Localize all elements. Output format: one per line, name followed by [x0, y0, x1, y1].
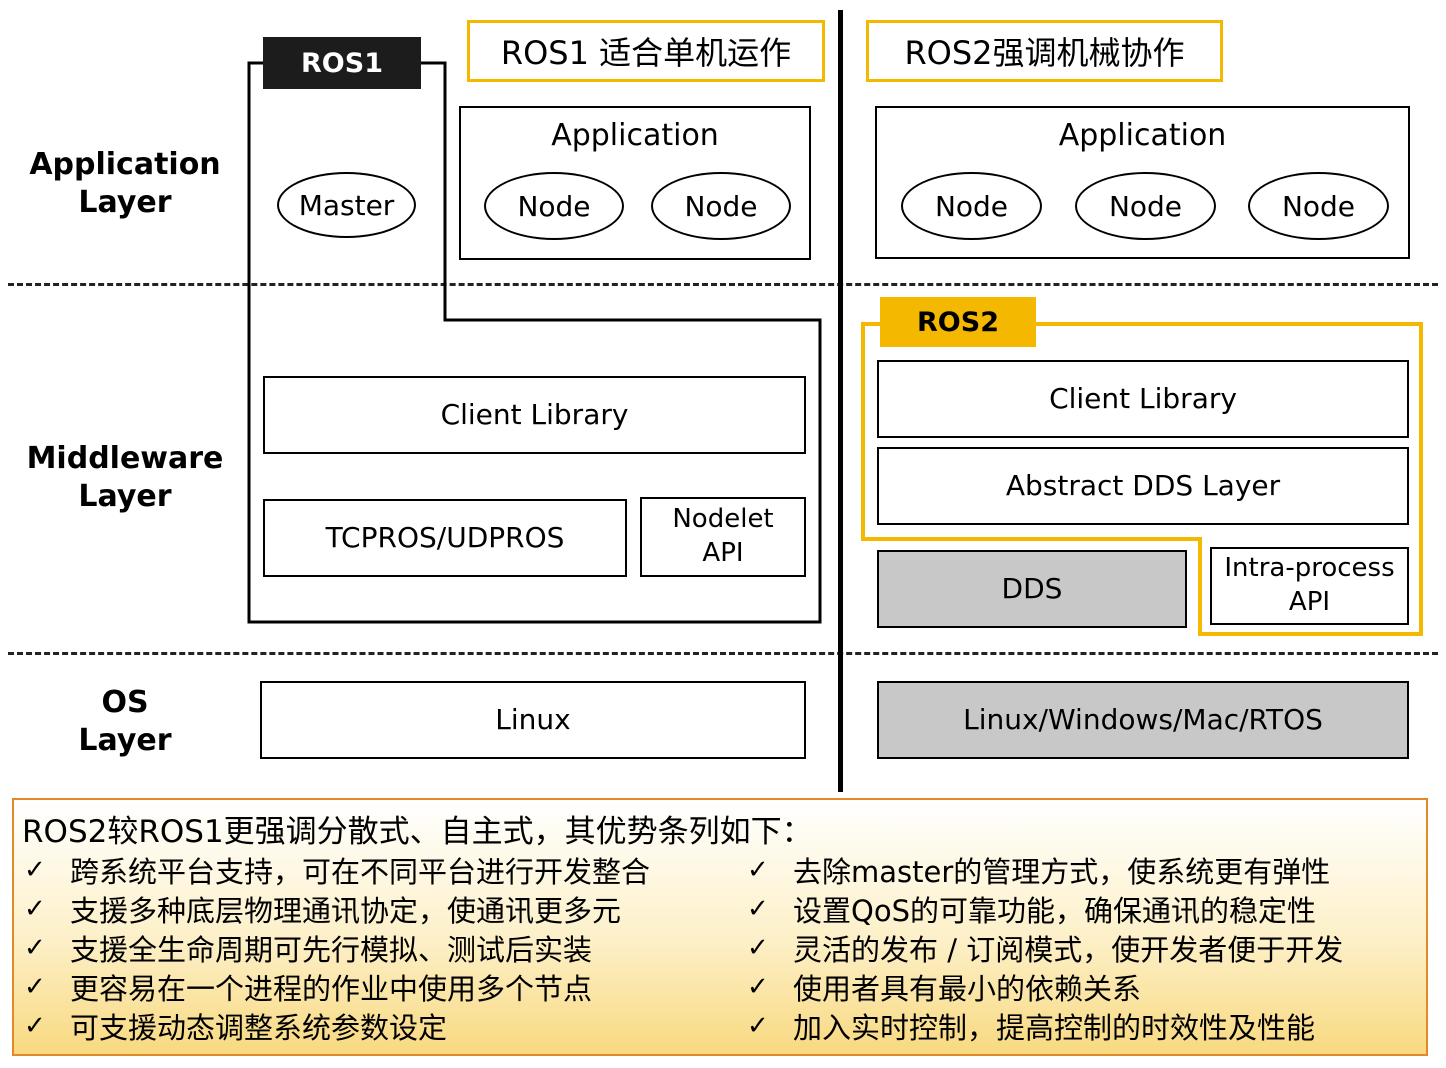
list-item-text: 加入实时控制，提高控制的时效性及性能 — [793, 1010, 1316, 1045]
check-icon: ✓ — [24, 1010, 46, 1041]
check-icon: ✓ — [747, 971, 769, 1002]
check-icon: ✓ — [747, 854, 769, 885]
list-item: ✓ 支援多种底层物理通讯协定，使通讯更多元 — [24, 889, 650, 928]
ros2-os: Linux/Windows/Mac/RTOS — [877, 681, 1409, 759]
ros2-dds: DDS — [877, 550, 1187, 628]
check-icon: ✓ — [24, 854, 46, 885]
ros1-node-1: Node — [484, 172, 624, 240]
check-icon: ✓ — [747, 932, 769, 963]
check-icon: ✓ — [747, 1010, 769, 1041]
ros1-callout: ROS1 适合单机运作 — [467, 20, 825, 82]
list-item: ✓ 跨系统平台支持，可在不同平台进行开发整合 — [24, 850, 650, 889]
ros2-callout: ROS2强调机械协作 — [866, 20, 1223, 82]
ros1-node-2: Node — [651, 172, 791, 240]
list-item: ✓ 更容易在一个进程的作业中使用多个节点 — [24, 967, 650, 1006]
list-item-text: 灵活的发布 / 订阅模式，使开发者便于开发 — [793, 932, 1344, 967]
ros1-nodelet-api: Nodelet API — [640, 497, 806, 577]
summary-right-list: ✓ 去除master的管理方式，使系统更有弹性 ✓ 设置QoS的可靠功能，确保通讯的… — [747, 850, 1343, 1045]
ros1-client-library: Client Library — [263, 376, 806, 454]
ros1-tab: ROS1 — [263, 37, 421, 89]
vertical-divider — [838, 10, 843, 792]
separator-app-middleware — [8, 283, 1438, 286]
list-item: ✓ 使用者具有最小的依赖关系 — [747, 967, 1343, 1006]
check-icon: ✓ — [24, 971, 46, 1002]
ros2-abstract-dds: Abstract DDS Layer — [877, 447, 1409, 525]
list-item-text: 去除master的管理方式，使系统更有弹性 — [793, 854, 1331, 889]
summary-left-list: ✓ 跨系统平台支持，可在不同平台进行开发整合 ✓ 支援多种底层物理通讯协定，使通讯更… — [24, 850, 650, 1045]
ros1-application-box: Application — [459, 106, 811, 260]
ros2-node-2: Node — [1075, 172, 1216, 240]
middleware-layer-label: Middleware Layer — [26, 441, 224, 514]
list-item-text: 支援全生命周期可先行模拟、测试后实装 — [70, 932, 593, 967]
separator-middleware-os — [8, 652, 1438, 655]
list-item: ✓ 灵活的发布 / 订阅模式，使开发者便于开发 — [747, 928, 1343, 967]
check-icon: ✓ — [747, 893, 769, 924]
ros1-master-node: Master — [277, 172, 416, 238]
list-item: ✓ 去除master的管理方式，使系统更有弹性 — [747, 850, 1343, 889]
list-item-text: 支援多种底层物理通讯协定，使通讯更多元 — [70, 893, 622, 928]
list-item: ✓ 支援全生命周期可先行模拟、测试后实装 — [24, 928, 650, 967]
ros2-client-library: Client Library — [877, 360, 1409, 438]
ros1-os: Linux — [260, 681, 806, 759]
check-icon: ✓ — [24, 932, 46, 963]
ros2-tab: ROS2 — [880, 297, 1036, 347]
list-item-text: 设置QoS的可靠功能，确保通讯的稳定性 — [793, 893, 1316, 928]
check-icon: ✓ — [24, 893, 46, 924]
list-item-text: 可支援动态调整系统参数设定 — [70, 1010, 448, 1045]
application-layer-label: Application Layer — [29, 147, 221, 220]
list-item: ✓ 加入实时控制，提高控制的时效性及性能 — [747, 1006, 1343, 1045]
ros2-intra-process-api: Intra-process API — [1210, 547, 1409, 625]
summary-title: ROS2较ROS1更强调分散式、自主式，其优势条列如下： — [22, 814, 813, 850]
list-item-text: 更容易在一个进程的作业中使用多个节点 — [70, 971, 593, 1006]
list-item: ✓ 设置QoS的可靠功能，确保通讯的稳定性 — [747, 889, 1343, 928]
ros1-transport: TCPROS/UDPROS — [263, 499, 627, 577]
summary-panel: ROS2较ROS1更强调分散式、自主式，其优势条列如下： ✓ 跨系统平台支持，可在… — [12, 798, 1428, 1056]
ros2-application-title: Application — [1058, 118, 1227, 153]
list-item: ✓ 可支援动态调整系统参数设定 — [24, 1006, 650, 1045]
os-layer-label: OS Layer — [78, 685, 172, 758]
ros1-application-title: Application — [551, 118, 719, 153]
ros2-node-3: Node — [1248, 172, 1389, 240]
ros2-node-1: Node — [901, 172, 1042, 240]
list-item-text: 跨系统平台支持，可在不同平台进行开发整合 — [70, 854, 651, 889]
list-item-text: 使用者具有最小的依赖关系 — [793, 971, 1142, 1006]
ros2-application-box: Application — [875, 106, 1410, 259]
